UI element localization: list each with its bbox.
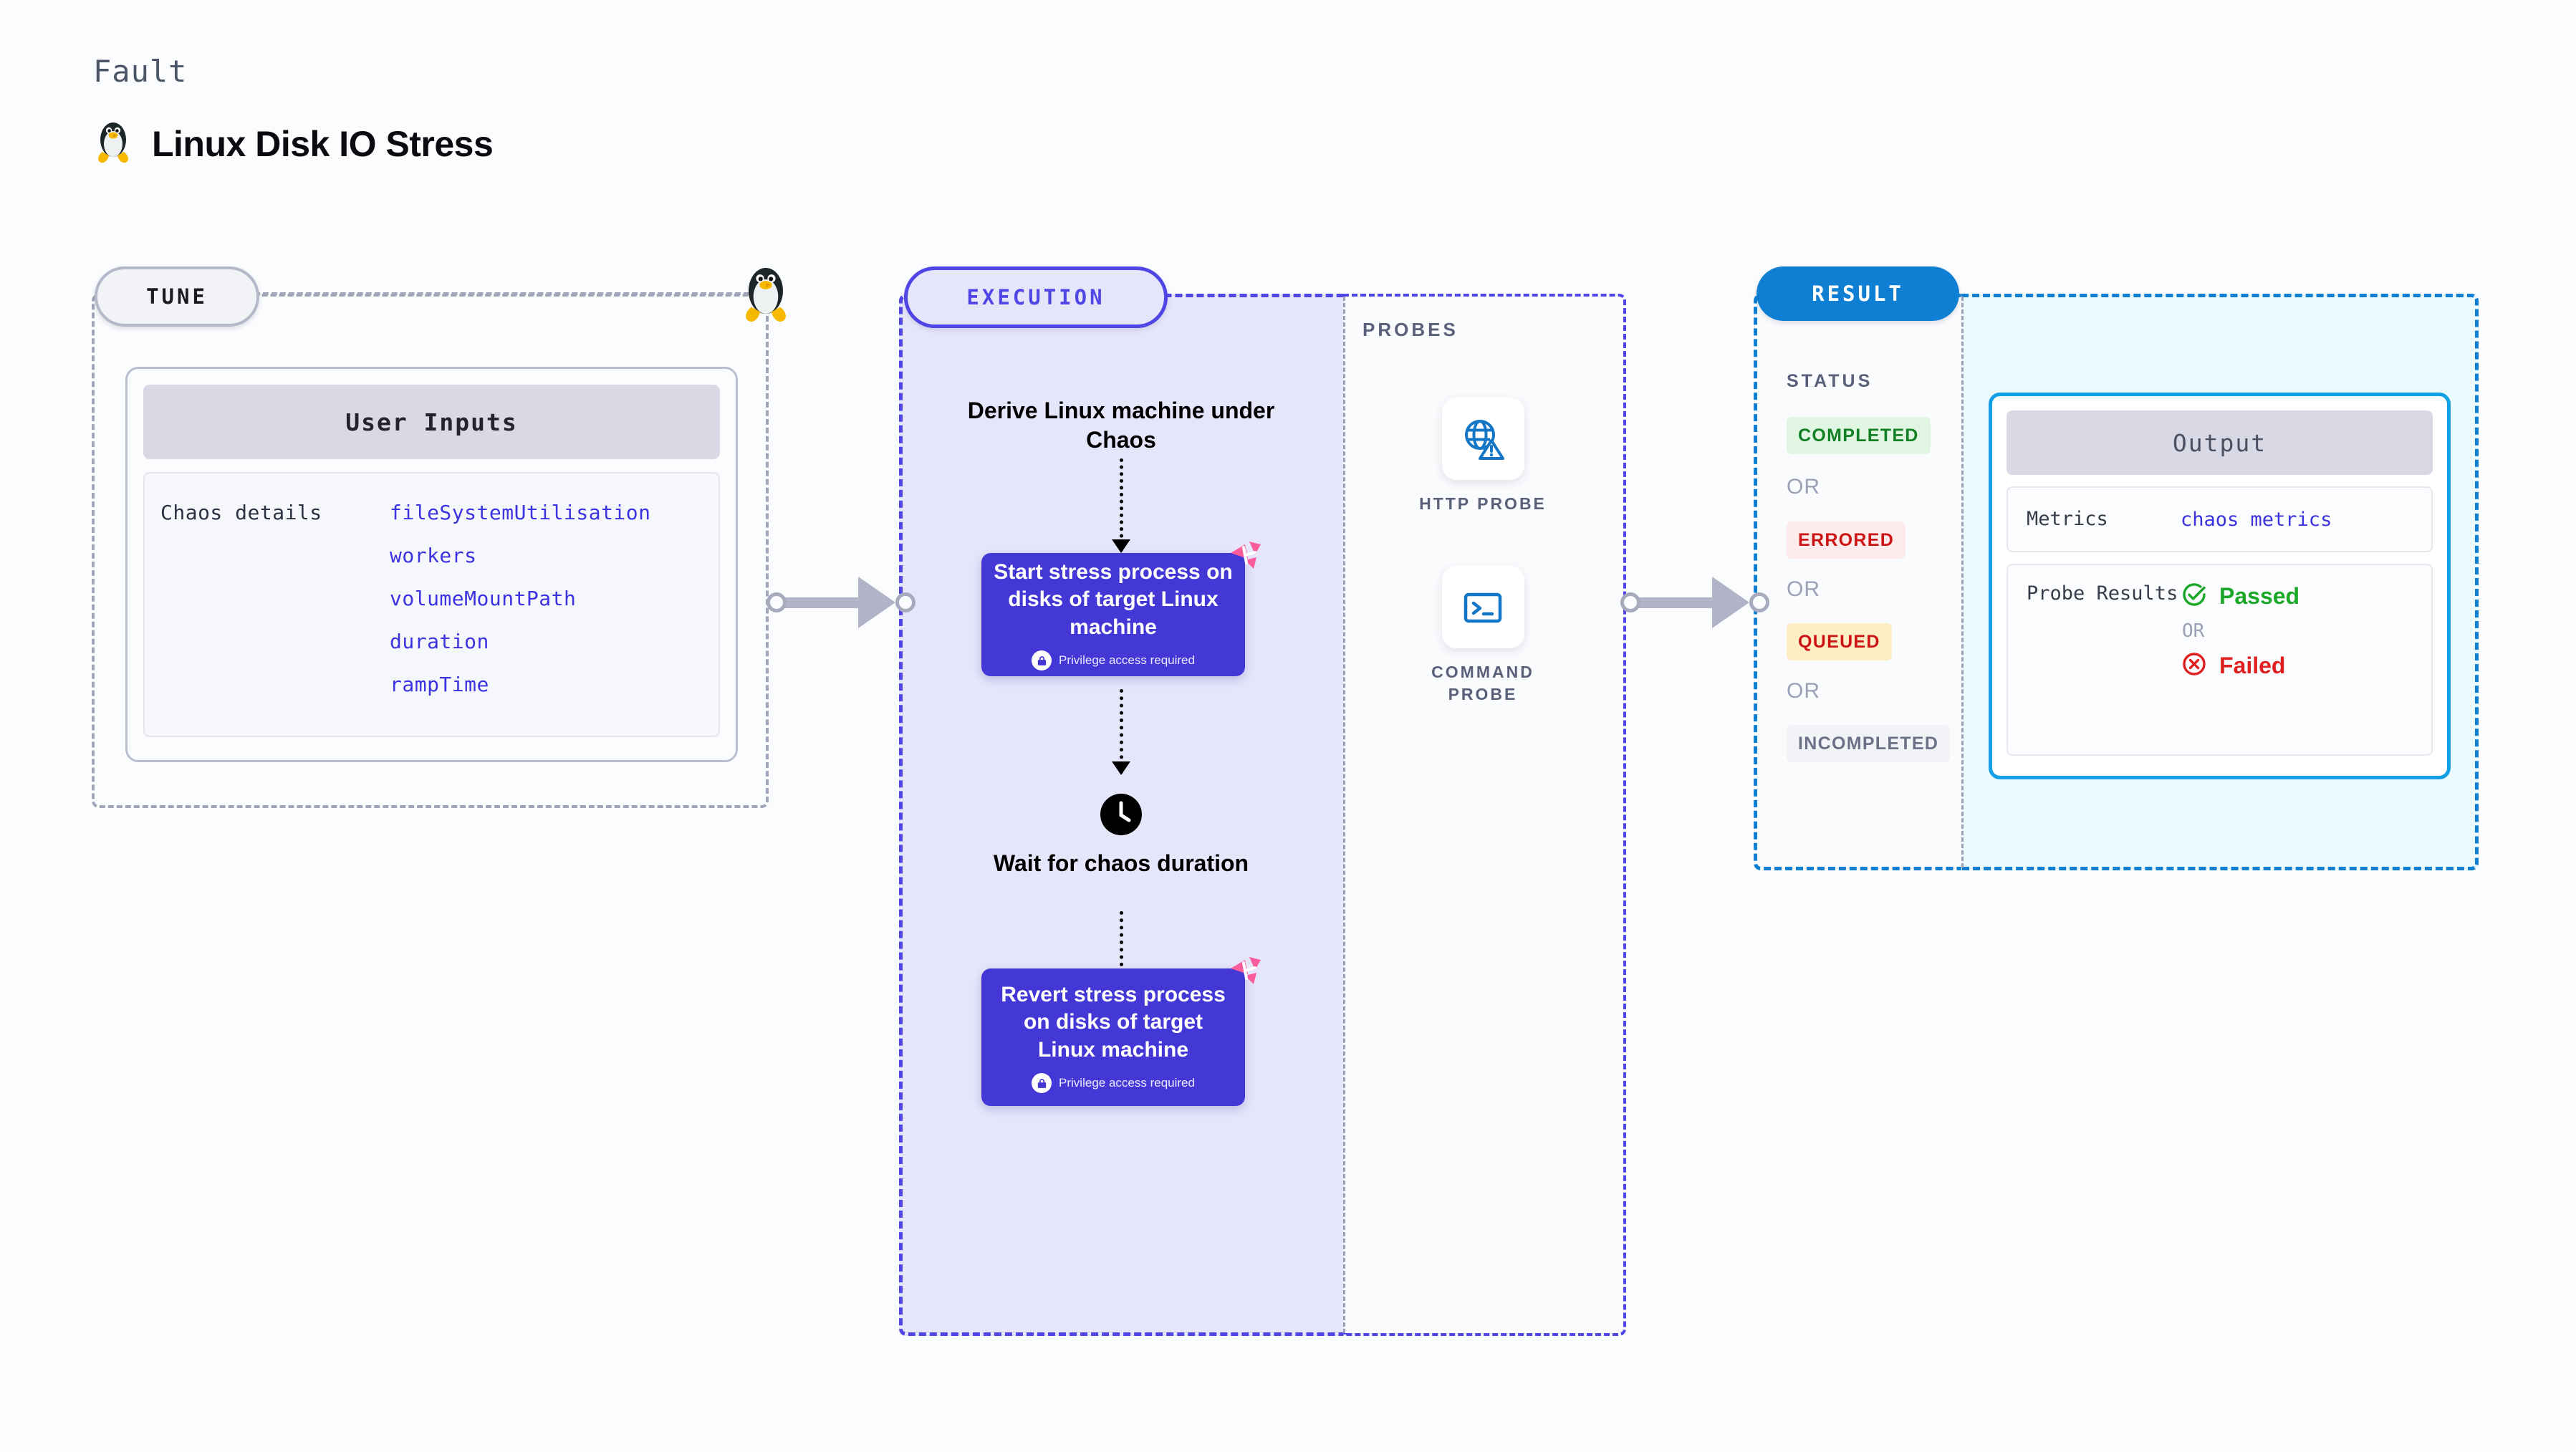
output-probe-results-values: Passed OR Failed xyxy=(2181,581,2299,739)
output-metrics-value[interactable]: chaos metrics xyxy=(2181,508,2332,531)
status-or-label: OR xyxy=(1787,577,1820,601)
chaos-details-label: Chaos details xyxy=(160,501,322,524)
output-row-probe-results: Probe Results Passed OR xyxy=(2007,564,2433,756)
probe-result-or-label: OR xyxy=(2182,620,2205,642)
result-status-panel xyxy=(1754,294,1961,870)
chaos-detail-item[interactable]: duration xyxy=(390,630,489,653)
connector-arrowhead xyxy=(858,577,895,628)
output-card: Output Metrics chaos metrics Probe Resul… xyxy=(1989,393,2451,779)
terminal-icon xyxy=(1441,566,1524,648)
probe-tile-http[interactable]: HTTP PROBE xyxy=(1418,398,1547,515)
connector-bar xyxy=(1638,597,1718,608)
lock-icon xyxy=(1032,1073,1052,1094)
connector-dot xyxy=(1749,592,1769,612)
status-or-label: OR xyxy=(1787,475,1820,499)
globe-warning-icon xyxy=(1441,398,1524,480)
privilege-note: Privilege access required xyxy=(1032,650,1195,671)
execution-box-revert[interactable]: Revert stress process on disks of target… xyxy=(981,957,1261,1106)
linux-penguin-icon xyxy=(734,262,797,325)
connector-dot xyxy=(766,592,787,612)
execution-box-revert-title: Revert stress process on disks of target… xyxy=(1001,982,1226,1062)
lock-icon xyxy=(1032,650,1052,671)
user-inputs-card: User Inputs Chaos details fileSystemUtil… xyxy=(125,367,738,762)
connector-execution-to-result xyxy=(1620,569,1769,635)
page-title-row: Linux Disk IO Stress xyxy=(93,118,494,169)
probe-result-passed-label: Passed xyxy=(2219,583,2300,609)
privilege-note-text: Privilege access required xyxy=(1059,653,1195,668)
execution-arrow-1 xyxy=(1112,458,1130,553)
check-circle-icon xyxy=(2181,581,2208,612)
probe-label: HTTP PROBE xyxy=(1419,494,1547,513)
execution-arrow-2 xyxy=(1112,689,1130,775)
connector-bar xyxy=(784,597,864,608)
chaos-detail-item[interactable]: fileSystemUtilisation xyxy=(390,501,651,524)
connector-tune-to-execution xyxy=(766,569,915,635)
chaos-detail-item[interactable]: volumeMountPath xyxy=(390,587,577,610)
connector-dot xyxy=(895,592,915,612)
probe-result-passed: Passed xyxy=(2181,581,2299,612)
output-title: Output xyxy=(2007,410,2433,475)
probe-tile-command[interactable]: COMMAND PROBE xyxy=(1418,566,1547,706)
probe-result-failed-label: Failed xyxy=(2219,653,2286,678)
output-row-metrics: Metrics chaos metrics xyxy=(2007,486,2433,552)
linux-penguin-icon xyxy=(93,118,133,169)
probes-divider xyxy=(1343,297,1345,1333)
litmus-chaos-icon xyxy=(1224,950,1264,990)
status-badge-completed: COMPLETED xyxy=(1787,417,1931,454)
page-kicker: Fault xyxy=(93,54,188,89)
output-metrics-label: Metrics xyxy=(2027,507,2108,530)
connector-dot xyxy=(1620,592,1640,612)
result-divider xyxy=(1961,297,1964,867)
litmus-chaos-icon xyxy=(1224,534,1264,574)
chaos-details-values: fileSystemUtilisation workers volumeMoun… xyxy=(390,501,651,736)
clock-icon xyxy=(1100,794,1142,835)
probe-label: COMMAND PROBE xyxy=(1431,663,1534,704)
probe-result-failed: Failed xyxy=(2181,650,2299,681)
probes-title: PROBES xyxy=(1363,319,1458,340)
chaos-detail-item[interactable]: workers xyxy=(390,544,477,567)
tune-badge[interactable]: TUNE xyxy=(95,266,259,327)
chaos-details-row: Chaos details fileSystemUtilisation work… xyxy=(143,472,720,737)
tune-panel xyxy=(92,294,769,808)
x-circle-icon xyxy=(2181,650,2208,681)
result-badge[interactable]: RESULT xyxy=(1756,266,1959,321)
execution-step-derive: Derive Linux machine under Chaos xyxy=(967,398,1275,453)
page-title: Linux Disk IO Stress xyxy=(152,123,494,164)
status-title: STATUS xyxy=(1787,371,1873,391)
execution-badge[interactable]: EXECUTION xyxy=(904,266,1168,328)
execution-box-start[interactable]: Start stress process on disks of target … xyxy=(981,542,1261,676)
tune-top-dashed-line xyxy=(254,292,766,295)
privilege-note: Privilege access required xyxy=(1032,1073,1195,1094)
chaos-detail-item[interactable]: rampTime xyxy=(390,673,489,696)
user-inputs-title: User Inputs xyxy=(143,385,720,459)
privilege-note-text: Privilege access required xyxy=(1059,1076,1195,1090)
status-badge-errored: ERRORED xyxy=(1787,521,1906,559)
connector-arrowhead xyxy=(1712,577,1749,628)
status-badge-incompleted: INCOMPLETED xyxy=(1787,725,1951,762)
output-probe-results-label: Probe Results xyxy=(2027,582,2178,605)
status-or-label: OR xyxy=(1787,679,1820,703)
execution-box-start-title: Start stress process on disks of target … xyxy=(994,559,1233,639)
execution-wait-label: Wait for chaos duration xyxy=(993,850,1249,876)
status-badge-queued: QUEUED xyxy=(1787,623,1892,660)
